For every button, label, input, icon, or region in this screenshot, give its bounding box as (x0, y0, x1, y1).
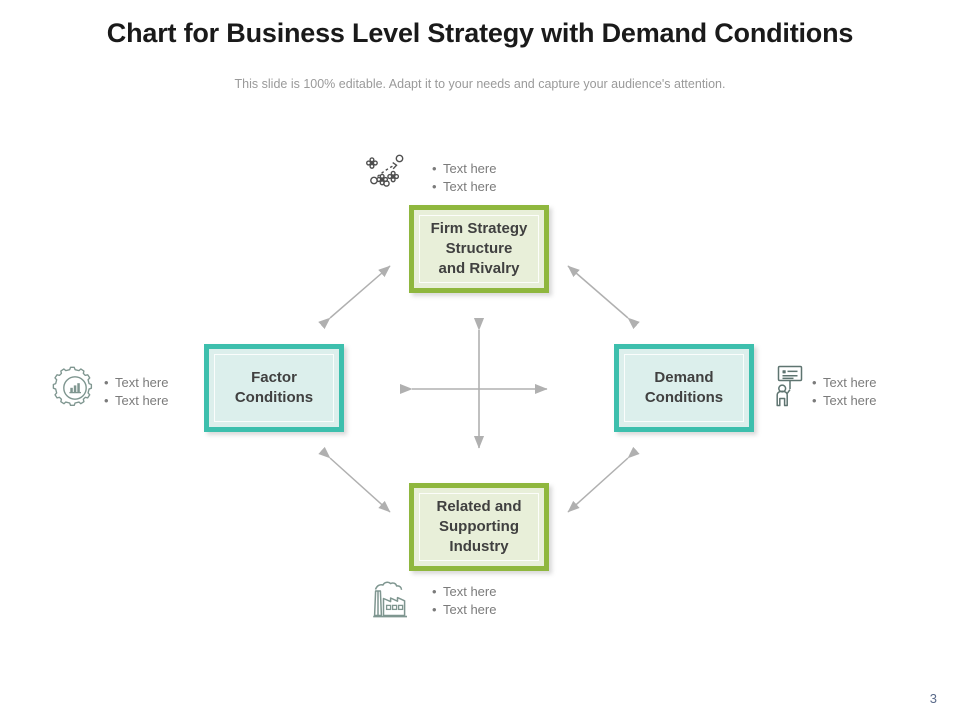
list-item: • Text here (432, 583, 496, 601)
annotation-top-bullets: • Text here • Text here (432, 160, 496, 196)
list-item: • Text here (812, 374, 876, 392)
bullet-dot: • (104, 393, 109, 408)
bullet-dot: • (432, 161, 437, 176)
bullet-dot: • (432, 179, 437, 194)
page-number: 3 (929, 691, 937, 706)
page-subtitle: This slide is 100% editable. Adapt it to… (234, 77, 726, 91)
list-item-label: Text here (823, 375, 877, 390)
annotation-right-bullets: • Text here • Text here (812, 374, 876, 410)
bullet-dot: • (432, 584, 437, 599)
list-item-label: Text here (443, 179, 497, 194)
list-item-label: Text here (115, 375, 169, 390)
annotation-bottom-bullets: • Text here • Text here (432, 583, 496, 619)
diagonal-arrow-top-left (318, 265, 391, 330)
list-item: • Text here (432, 601, 496, 619)
node-inner-border (419, 493, 539, 561)
node-inner-border (624, 354, 744, 422)
list-item: • Text here (432, 178, 496, 196)
node-inner-border (419, 215, 539, 283)
list-item: • Text here (104, 392, 168, 410)
list-item-label: Text here (443, 161, 497, 176)
factory-icon (369, 577, 415, 621)
diagonal-arrow-top-right (567, 265, 640, 330)
gear-bar-chart-icon (52, 366, 98, 410)
list-item-label: Text here (443, 584, 497, 599)
list-item-label: Text here (823, 393, 877, 408)
page-title: Chart for Business Level Strategy with D… (106, 18, 854, 48)
list-item-label: Text here (115, 393, 169, 408)
list-item: • Text here (812, 392, 876, 410)
person-holding-sign-icon (768, 364, 814, 408)
strategy-playbook-icon (365, 152, 411, 196)
node-inner-border (214, 354, 334, 422)
diagonal-arrow-bottom-right (567, 446, 640, 513)
bullet-dot: • (104, 375, 109, 390)
list-item-label: Text here (443, 602, 497, 617)
bullet-dot: • (432, 602, 437, 617)
bullet-dot: • (812, 375, 817, 390)
list-item: • Text here (432, 160, 496, 178)
diagonal-arrow-bottom-left (318, 446, 391, 513)
bullet-dot: • (812, 393, 817, 408)
annotation-left-bullets: • Text here • Text here (104, 374, 168, 410)
list-item: • Text here (104, 374, 168, 392)
